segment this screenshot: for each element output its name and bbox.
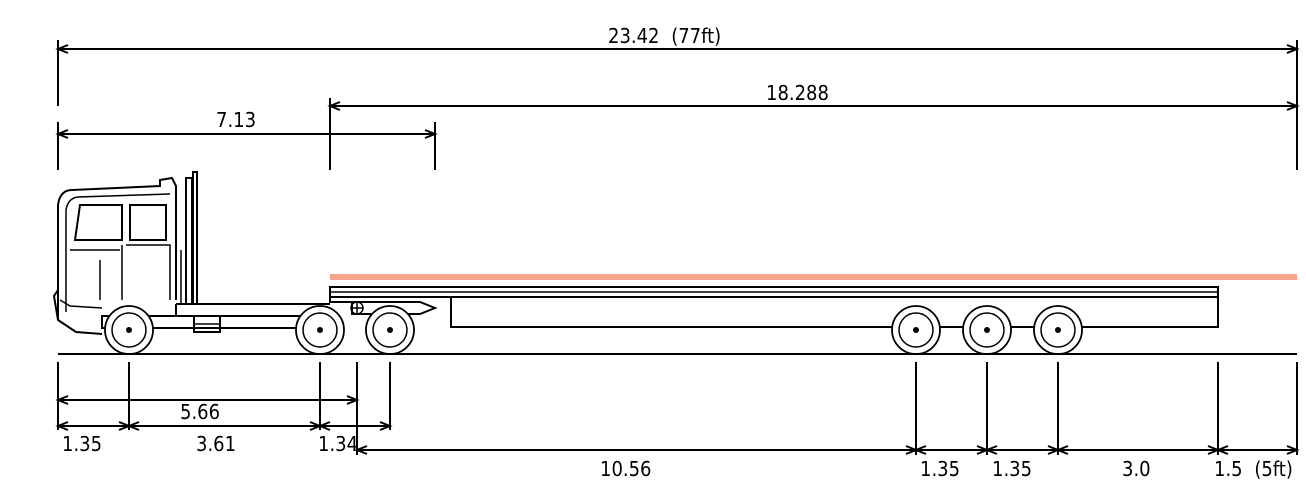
dim-overall-length: 23.42 (77ft): [55, 24, 1300, 106]
bottom-extension-lines: [57, 362, 1298, 455]
trailer-wheels: [891, 305, 1083, 355]
wheelbase-label: 5.66: [180, 400, 220, 424]
tractor-wheels: [104, 305, 415, 355]
overall-length-label: 23.42 (77ft): [608, 24, 721, 48]
dim-wheelbase: 5.66: [55, 395, 360, 424]
dim-trailer-length: 18.288: [327, 81, 1300, 170]
rear-axle-to-end-label: 3.0: [1122, 457, 1151, 481]
drive-wheel-1: [295, 305, 345, 355]
trailer-axle-spacing-2-label: 1.35: [992, 457, 1032, 481]
kingpin-to-axle-label: 10.56: [600, 457, 652, 481]
rear-overhang-label: 1.5 (5ft): [1214, 457, 1293, 481]
trailer-wheel-1: [891, 305, 941, 355]
front-overhang-label: 1.35: [62, 432, 102, 456]
trailer-wheel-3: [1033, 305, 1083, 355]
drive-wheel-2: [365, 305, 415, 355]
trailer-length-label: 18.288: [766, 81, 829, 105]
steer-wheel: [104, 305, 154, 355]
tractor-cab: [52, 171, 330, 335]
tractor-length-label: 7.13: [216, 108, 256, 132]
dim-tractor-axles: 1.35 3.61 1.34: [55, 421, 393, 456]
trailer-wheel-2: [962, 305, 1012, 355]
dim-tractor-length: 7.13: [55, 108, 438, 170]
drive-spacing-label: 1.34: [318, 432, 358, 456]
dim-trailer-axles: 10.56 1.35 1.35 3.0 1.5 (5ft): [354, 445, 1300, 481]
trailer: [329, 286, 1219, 328]
trailer-axle-spacing-1-label: 1.35: [920, 457, 960, 481]
steer-to-drive-label: 3.61: [196, 432, 236, 456]
